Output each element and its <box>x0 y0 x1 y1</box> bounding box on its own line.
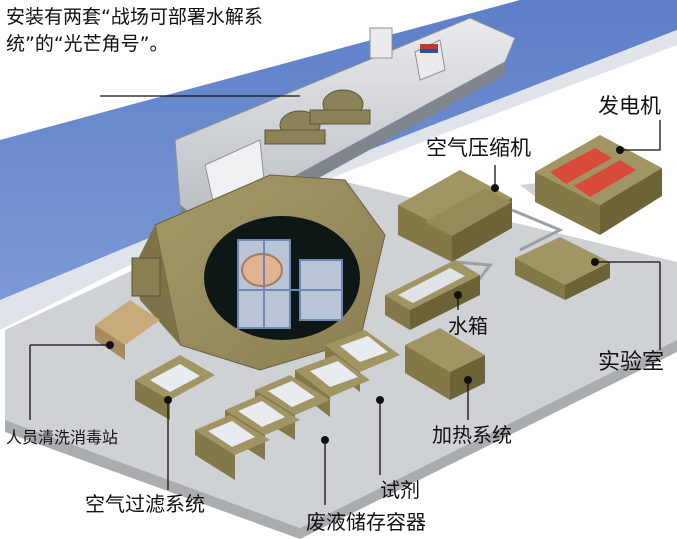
leader-dots <box>106 146 624 444</box>
air-filter-unit <box>135 355 215 420</box>
reagent-units <box>295 330 400 417</box>
label-laboratory: 实验室 <box>598 350 665 375</box>
waste-container-units <box>195 375 330 480</box>
hydrolysis-unit <box>237 239 343 329</box>
label-heating-system: 加热系统 <box>432 423 512 447</box>
water-tank-unit <box>385 260 480 330</box>
generator-unit <box>535 135 662 235</box>
caption: 安装有两套“战场可部署水解系统”的“光芒角号”。 <box>6 6 263 55</box>
label-decon-station: 人员清洗消毒站 <box>6 428 119 447</box>
leader-lines <box>29 95 661 505</box>
label-air-compressor: 空气压缩机 <box>426 136 531 160</box>
ship <box>174 17 516 238</box>
label-generator: 发电机 <box>598 94 661 118</box>
laboratory-unit <box>515 237 610 300</box>
label-air-filter: 空气过滤系统 <box>85 492 205 516</box>
label-water-tank: 水箱 <box>448 314 488 338</box>
label-waste-container: 废液储存容器 <box>306 510 426 534</box>
air-compressor-unit <box>398 170 512 262</box>
label-reagent: 试剂 <box>380 478 420 502</box>
